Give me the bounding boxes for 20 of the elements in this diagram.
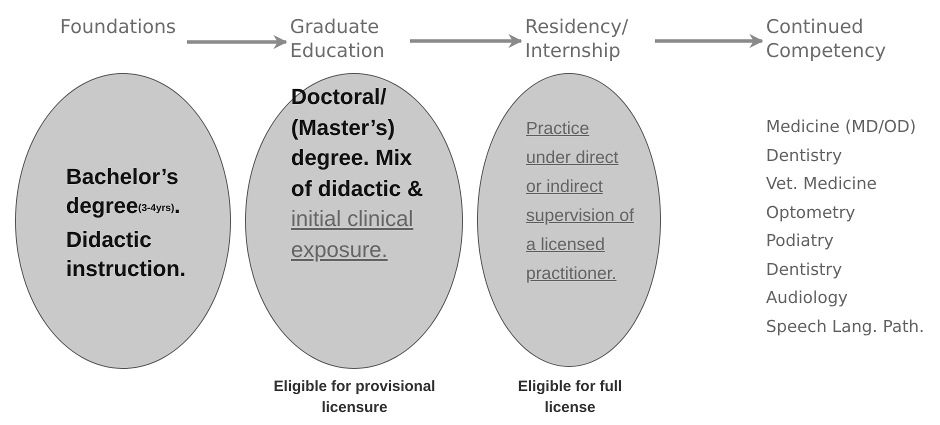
stage-heading: Continued Competency [766,15,888,63]
stage-heading: Graduate Education [290,15,386,63]
arrow [410,34,522,48]
profession-label: Dentistry [766,146,842,166]
profession-label: Podiatry [766,231,834,251]
profession-label: Optometry [766,202,856,222]
eligibility-note: Eligible for provisional licensure [272,377,436,418]
profession-label: Speech Lang. Path. [766,316,924,336]
arrow [655,34,764,48]
eligibility-note: Eligible for full license [516,377,624,418]
stage-heading: Foundations [60,15,176,39]
stage-description: initial clinical exposure. [291,205,414,264]
profession-label: Audiology [766,288,848,308]
stage-description: Practice under direct or indirect supervision of a licensed practitioner. [526,117,635,285]
stage-description: Doctoral/ (Master’s) degree. Mix of didactic & [291,83,424,202]
stage-heading: Residency/ Internship [525,15,630,63]
profession-label: Dentistry [766,260,842,280]
profession-label: Vet. Medicine [766,174,877,194]
profession-label: Medicine (MD/OD) [766,117,916,137]
arrow [187,35,288,49]
